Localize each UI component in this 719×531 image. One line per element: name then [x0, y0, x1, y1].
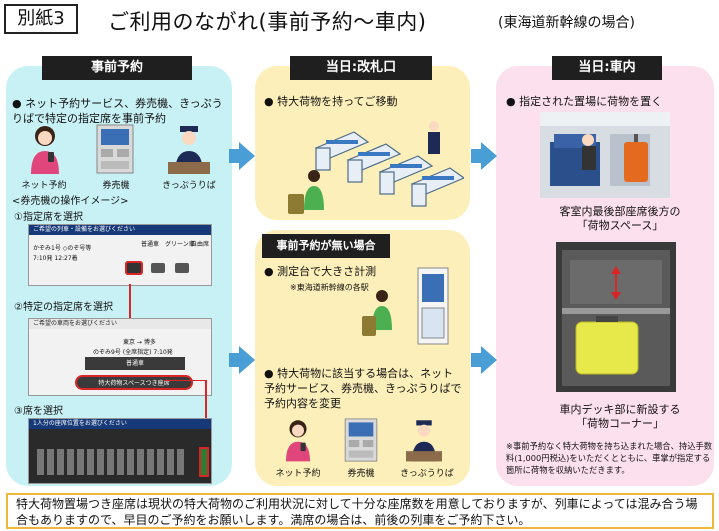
screen1-row2: グリーン車 [165, 241, 195, 248]
seat-grid[interactable] [37, 449, 187, 475]
screen3-bar: 1人分の座席位置をお選びください [29, 419, 211, 429]
guide-title: <券売機の操作イメージ> [12, 196, 129, 207]
left-bullet: ● ネット予約サービス、券売機、きっぷうりばで特定の指定席を事前予約 [12, 97, 223, 125]
header-advance-reservation: 事前予約 [42, 56, 192, 80]
icon-label-counter: きっぷうりば [162, 181, 216, 191]
gate-bullet: ● 特大荷物を持ってご移動 [264, 95, 398, 108]
green-seat-button[interactable] [151, 263, 165, 273]
footer-notice: 特大荷物置場つき座席は現状の特大荷物のご利用状況に対して十分な座席数を用意してお… [6, 493, 714, 529]
icon-label-net: ネット予約 [275, 469, 321, 479]
screen1-row1: 普通車 [141, 241, 160, 248]
screen-select-seat-position: 1人分の座席位置をお選びください [28, 418, 212, 484]
screen-select-special-seat: ご希望の車両をお選びください 東京 → 博多 のぞみ9号 (全席指定) 7:10… [28, 318, 212, 396]
screen2-train: のぞみ9号 (全席指定) 7:10発 [93, 349, 173, 356]
screen2-route: 東京 → 博多 [123, 339, 156, 346]
selected-seat-button[interactable] [199, 447, 209, 477]
icon-label-counter: きっぷうりば [400, 469, 454, 479]
measure-bullet: ● 測定台で大きさ計測 [264, 265, 377, 278]
page-title: ご利用のながれ(事前予約～車内) [108, 10, 427, 34]
caption-luggage-corner-1: 車内デッキ部に新設する [559, 403, 681, 416]
arrow-right-icon [229, 142, 255, 170]
ticket-gate-illustration [288, 121, 464, 214]
train-bullet: ● 指定された置場に荷物を置く [506, 95, 663, 108]
arrow-right-icon [229, 346, 255, 374]
ordinary-seat-button[interactable] [125, 261, 143, 275]
page-subtitle: (東海道新幹線の場合) [498, 15, 635, 31]
woman-phone-icon [31, 126, 59, 174]
ticket-machine-icon [344, 418, 378, 462]
change-bullet: ● 特大荷物に該当する場合は、ネット予約サービス、券売機、きっぷうりばで予約内容… [264, 367, 462, 410]
step2-label: ②特定の指定席を選択 [14, 302, 113, 313]
luggage-space-photo [540, 112, 670, 198]
no-reservation-fee-note: ※事前予約なく特大荷物を持ち込まれた場合、持込手数料(1,000円税込)をいただ… [506, 441, 713, 475]
station-staff-icon [168, 126, 210, 174]
arrow-right-icon [471, 346, 497, 374]
caption-luggage-space-1: 客室内最後部座席後方の [559, 205, 681, 218]
header-no-reservation: 事前予約が無い場合 [262, 234, 390, 258]
header-on-train: 当日:車内 [552, 56, 662, 80]
screen1-train: 7:10発 12:27着 [33, 255, 78, 262]
measuring-stand-illustration [362, 267, 449, 345]
screen-select-reserved-seat: ご希望の列車・設備をお選びください かぞみ1号 ◇のぞ号等 7:10発 12:2… [28, 224, 212, 286]
screen1-row3: 自由席 [191, 241, 210, 248]
appendix-label: 別紙3 [4, 4, 78, 34]
screen1-name: かぞみ1号 ◇のぞ号等 [33, 245, 92, 252]
caption-luggage-corner-2: 「荷物コーナー」 [576, 417, 664, 430]
screen1-bar: ご希望の列車・設備をお選びください [29, 225, 211, 235]
step1-label: ①指定席を選択 [14, 212, 83, 223]
woman-phone-icon [286, 420, 310, 462]
icon-label-machine: 券売機 [102, 181, 130, 191]
header-ticket-gate: 当日:改札口 [290, 56, 432, 80]
arrow-right-icon [471, 142, 497, 170]
icon-label-net: ネット予約 [21, 181, 67, 191]
icon-label-machine: 券売機 [347, 469, 375, 479]
step3-label: ③席を選択 [14, 406, 63, 417]
oversized-luggage-seat-button[interactable]: 特大荷物スペースつき座席 [75, 375, 193, 390]
ordinary-car-button[interactable]: 普通車 [85, 357, 185, 370]
station-staff-icon [406, 420, 442, 462]
ticket-machine-icon [96, 124, 134, 174]
caption-luggage-space-2: 「荷物スペース」 [576, 219, 664, 232]
screen2-bar: ご希望の車両をお選びください [29, 319, 211, 329]
non-reserved-button[interactable] [175, 263, 189, 273]
measure-note: ※東海道新幹線の各駅 [290, 283, 369, 292]
luggage-corner-photo [556, 242, 676, 392]
